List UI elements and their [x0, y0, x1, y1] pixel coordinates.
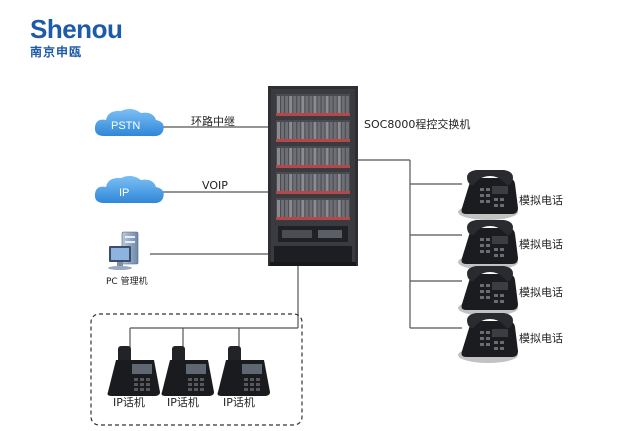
analog-phone-icon: [458, 266, 518, 316]
analog-phone-label: 模拟电话: [519, 332, 563, 345]
ip-phone-icon: [217, 346, 270, 396]
brand-logo: Shenou 南京申瓯: [30, 14, 123, 60]
analog-phone-label: 模拟电话: [519, 194, 563, 207]
analog-phone-label: 模拟电话: [519, 238, 563, 251]
pstn-cloud-icon: [94, 108, 164, 137]
ip-phone-icon: [107, 346, 160, 396]
analog-phone-label: 模拟电话: [519, 286, 563, 299]
switch-label: SOC8000程控交换机: [364, 118, 471, 131]
brand-name: Shenou: [30, 14, 123, 44]
pc-label: PC 管理机: [106, 277, 148, 287]
pstn-link-label: 环路中继: [191, 115, 235, 128]
ip-phone-icon: [161, 346, 214, 396]
analog-phone-icon: [458, 313, 518, 363]
analog-phone-icon: [458, 170, 518, 220]
connection-lines: [129, 126, 462, 348]
ip-cloud-icon: [94, 175, 164, 204]
analog-phone-icon: [458, 220, 518, 270]
pstn-cloud-label: PSTN: [111, 120, 141, 132]
switch-rack-icon: [268, 86, 358, 266]
ip-phone-label: IP话机: [223, 396, 255, 409]
ip-cloud-label: IP: [119, 187, 130, 199]
voip-link-label: VOIP: [202, 179, 228, 192]
ip-phone-group-box: [90, 313, 303, 426]
pc-icon: [108, 231, 139, 270]
ip-phone-label: IP话机: [167, 396, 199, 409]
ip-phone-label: IP话机: [113, 396, 145, 409]
brand-name-cn: 南京申瓯: [30, 45, 83, 59]
